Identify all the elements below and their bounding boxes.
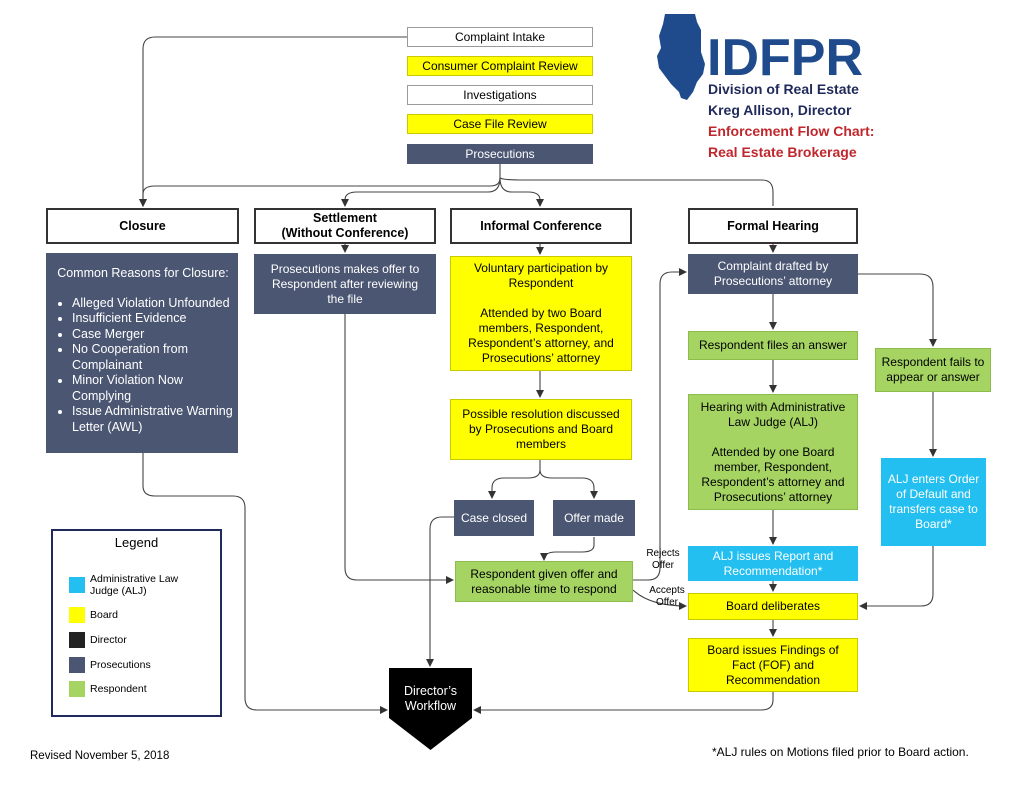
list-item: Issue Administrative Warning Letter (AWL… [72, 404, 234, 435]
directors-workflow-shape [389, 668, 472, 750]
illinois-state-logo [657, 14, 705, 100]
board-findings-box: Board issues Findings of Fact (FOF) and … [688, 638, 858, 692]
legend-swatch-board [69, 607, 85, 623]
informal-participation-box: Voluntary participation by Respondent At… [450, 256, 632, 371]
legend-item-alj: Administrative Law Judge (ALJ) [69, 573, 200, 597]
offer-made-box: Offer made [553, 500, 635, 536]
closure-reasons-list: Alleged Violation Unfounded Insufficient… [52, 296, 234, 436]
alj-report-box: ALJ issues Report and Recommendation* [688, 546, 858, 581]
voluntary-participation-text: Voluntary participation by Respondent [473, 261, 609, 290]
legend-label-alj: Administrative Law Judge (ALJ) [90, 573, 179, 597]
legend-label-director: Director [90, 634, 127, 646]
legend-item-director: Director [69, 632, 127, 648]
order-of-default-box: ALJ enters Order of Default and transfer… [881, 458, 986, 546]
informal-conference-header: Informal Conference [450, 208, 632, 244]
legend-item-board: Board [69, 607, 118, 623]
legend-item-prosecutions: Prosecutions [69, 657, 151, 673]
legend-item-respondent: Respondent [69, 681, 147, 697]
investigations-box: Investigations [407, 85, 593, 105]
alj-footnote: *ALJ rules on Motions filed prior to Boa… [712, 745, 969, 759]
settlement-offer-box: Prosecutions makes offer to Respondent a… [254, 254, 436, 314]
settlement-header-line2: (Without Conference) [281, 226, 409, 240]
formal-hearing-header: Formal Hearing [688, 208, 858, 244]
alj-hearing-text: Hearing with Administrative Law Judge (A… [700, 399, 846, 429]
accepts-offer-label: Accepts Offer [649, 585, 685, 608]
chart-subtitle: Real Estate Brokerage [708, 144, 857, 160]
legend-label-prosecutions: Prosecutions [90, 659, 151, 671]
director-name: Kreg Allison, Director [708, 102, 852, 118]
division-name: Division of Real Estate [708, 81, 859, 97]
directors-workflow-label: Director’s Workflow [403, 684, 458, 713]
legend-swatch-respondent [69, 681, 85, 697]
legend-label-board: Board [90, 609, 119, 621]
legend-swatch-alj [69, 577, 85, 593]
case-closed-box: Case closed [454, 500, 534, 536]
respondent-given-offer-box: Respondent given offer and reasonable ti… [455, 561, 633, 602]
rejects-offer-label: Rejects Offer [646, 548, 680, 571]
respondent-files-answer-box: Respondent files an answer [688, 331, 858, 360]
closure-header: Closure [46, 208, 239, 244]
settlement-header-line1: Settlement [313, 211, 377, 225]
complaint-drafted-box: Complaint drafted by Prosecutions’ attor… [688, 254, 858, 294]
legend-title: Legend [114, 535, 159, 550]
complaint-intake-box: Complaint Intake [407, 27, 593, 47]
informal-attendees-text: Attended by two Board members, Responden… [468, 306, 614, 365]
possible-resolution-box: Possible resolution discussed by Prosecu… [450, 399, 632, 460]
alj-hearing-box: Hearing with Administrative Law Judge (A… [688, 394, 858, 510]
legend-label-respondent: Respondent [90, 683, 147, 695]
consumer-complaint-review-box: Consumer Complaint Review [407, 56, 593, 76]
legend-swatch-prosecutions [69, 657, 85, 673]
respondent-fails-to-appear-box: Respondent fails to appear or answer [875, 348, 991, 392]
closure-reasons-intro: Common Reasons for Closure: [57, 266, 229, 280]
list-item: Minor Violation Now Complying [72, 373, 234, 404]
closure-reasons-panel: Common Reasons for Closure: Alleged Viol… [46, 253, 238, 453]
alj-hearing-attendees-text: Attended by one Board member, Respondent… [701, 444, 845, 504]
list-item: Alleged Violation Unfounded [72, 296, 234, 312]
list-item: No Cooperation from Complainant [72, 342, 234, 373]
chart-title: Enforcement Flow Chart: [708, 123, 875, 139]
list-item: Insufficient Evidence [72, 311, 234, 327]
settlement-header: Settlement (Without Conference) [254, 208, 436, 244]
board-deliberates-box: Board deliberates [688, 593, 858, 620]
idfpr-logo-text: IDFPR [707, 29, 863, 87]
prosecutions-box: Prosecutions [407, 144, 593, 164]
list-item: Case Merger [72, 327, 234, 343]
legend: Legend Administrative Law Judge (ALJ) Bo… [51, 529, 222, 717]
case-file-review-box: Case File Review [407, 114, 593, 134]
revised-date: Revised November 5, 2018 [30, 750, 170, 762]
legend-swatch-director [69, 632, 85, 648]
